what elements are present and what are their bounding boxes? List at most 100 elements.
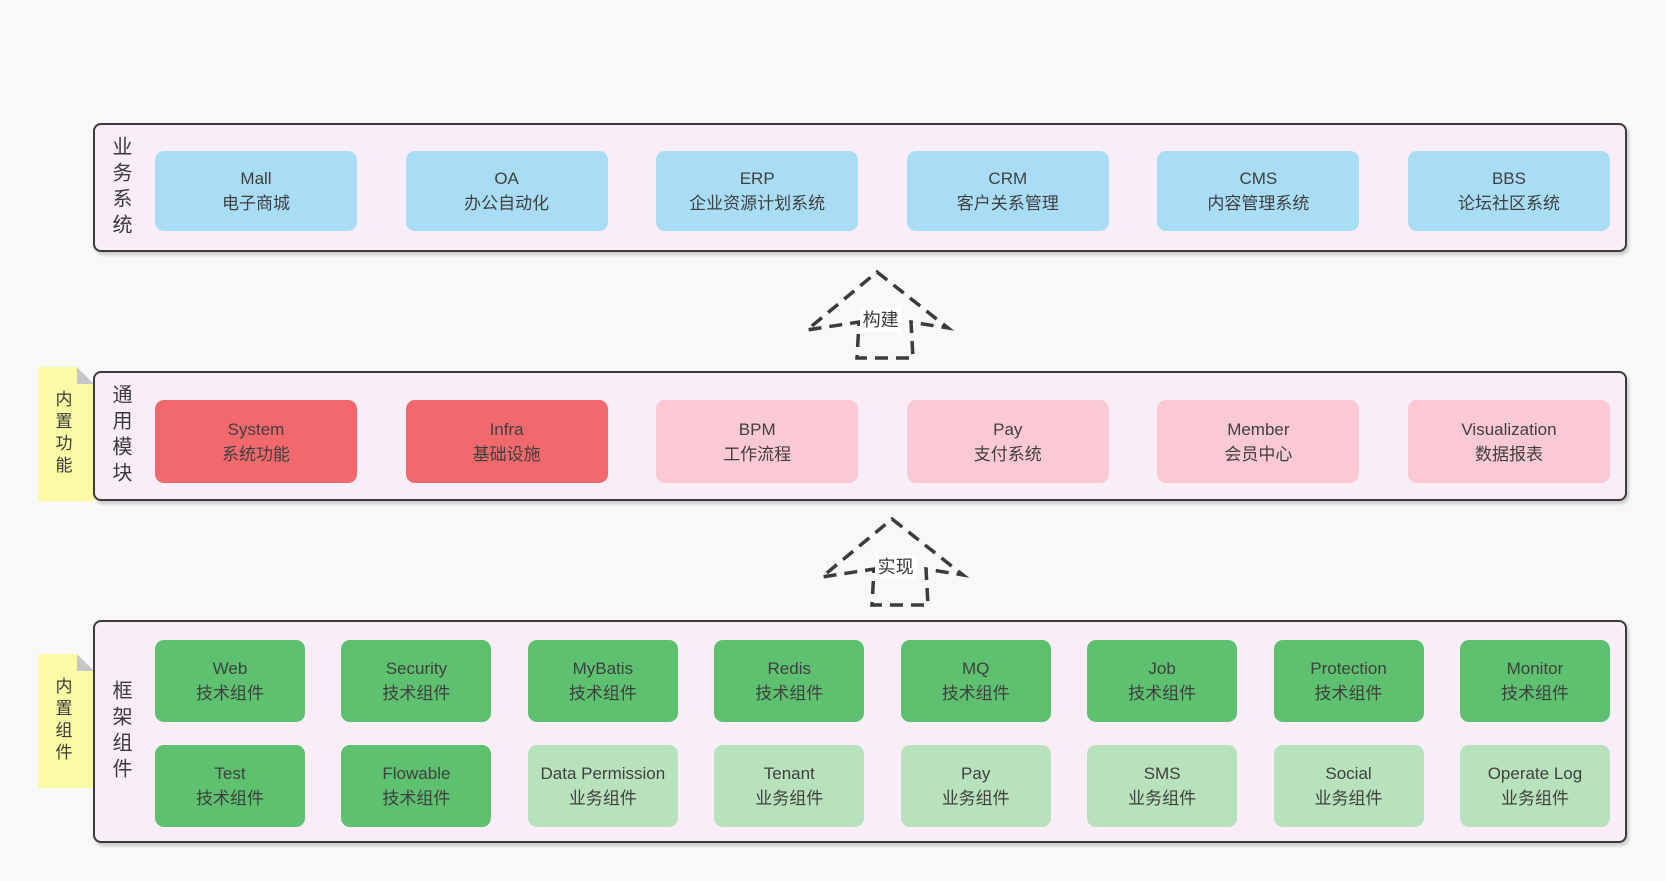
module-name: Protection bbox=[1310, 659, 1387, 678]
module-name: Operate Log bbox=[1487, 764, 1583, 783]
module-grid: System 系统功能 Infra 基础设施 BPM 工作流程 Pay 支付系统 Member 会… bbox=[155, 400, 1610, 483]
module-name: CMS bbox=[1239, 169, 1278, 188]
module-description: 业务组件 bbox=[941, 789, 1010, 808]
sticky-note-label: 内置功能 bbox=[52, 390, 72, 478]
module-name: Job bbox=[1148, 659, 1176, 678]
module-description: 业务组件 bbox=[755, 789, 824, 808]
module-name: MyBatis bbox=[572, 659, 634, 678]
module-description: 客户关系管理 bbox=[956, 194, 1059, 213]
module-description: 会员中心 bbox=[1224, 444, 1293, 464]
module-name: Redis bbox=[767, 659, 811, 678]
module-box-security: Security 技术组件 bbox=[341, 640, 492, 722]
module-description: 工作流程 bbox=[723, 444, 792, 464]
arrow-implement: 实现 bbox=[815, 515, 970, 607]
arrow-label: 实现 bbox=[874, 555, 917, 579]
module-description: 技术组件 bbox=[382, 789, 451, 808]
module-name: System bbox=[227, 419, 285, 439]
module-name: Pay bbox=[961, 764, 991, 783]
module-box-flowable: Flowable 技术组件 bbox=[341, 745, 492, 827]
module-description: 技术组件 bbox=[196, 789, 264, 808]
module-description: 内容管理系统 bbox=[1207, 194, 1310, 213]
module-name: Pay bbox=[993, 419, 1023, 439]
folded-corner-icon bbox=[77, 654, 94, 671]
layer-label: 业务系统 bbox=[109, 135, 131, 240]
module-name: BPM bbox=[738, 419, 776, 439]
module-box-crm: CRM 客户关系管理 bbox=[906, 151, 1109, 231]
module-description: 论坛社区系统 bbox=[1457, 194, 1560, 213]
module-box-cms: CMS 内容管理系统 bbox=[1157, 151, 1360, 231]
module-description: 业务组件 bbox=[1314, 789, 1383, 808]
module-box-pay: Pay 支付系统 bbox=[906, 400, 1109, 483]
sticky-note-built-in-components: 内置组件 bbox=[38, 654, 94, 788]
module-description: 技术组件 bbox=[1314, 684, 1383, 703]
module-name: MQ bbox=[961, 659, 990, 678]
module-description: 技术组件 bbox=[1128, 684, 1197, 703]
module-name: Tenant bbox=[763, 764, 815, 783]
module-box-erp: ERP 企业资源计划系统 bbox=[656, 151, 859, 231]
module-box-protection: Protection 技术组件 bbox=[1273, 640, 1424, 722]
module-name: Flowable bbox=[382, 764, 451, 783]
module-box-test: Test 技术组件 bbox=[155, 745, 305, 827]
module-name: BBS bbox=[1491, 169, 1526, 188]
module-box-monitor: Monitor 技术组件 bbox=[1459, 640, 1610, 722]
module-name: SMS bbox=[1143, 764, 1181, 783]
module-name: Test bbox=[214, 764, 246, 783]
module-box-visualization: Visualization 数据报表 bbox=[1407, 400, 1610, 483]
module-box-member: Member 会员中心 bbox=[1157, 400, 1360, 483]
module-description: 业务组件 bbox=[568, 789, 637, 808]
module-name: Member bbox=[1227, 419, 1290, 439]
module-description: 支付系统 bbox=[973, 444, 1042, 464]
module-box-mybatis: MyBatis 技术组件 bbox=[527, 640, 678, 722]
module-description: 技术组件 bbox=[941, 684, 1010, 703]
module-description: 技术组件 bbox=[382, 684, 451, 703]
layer-label: 通用模块 bbox=[109, 384, 131, 488]
layer-common-modules: 通用模块 System 系统功能 Infra 基础设施 BPM 工作流程 Pay 支付系统 Me… bbox=[93, 371, 1627, 501]
module-name: CRM bbox=[988, 169, 1028, 188]
module-description: 技术组件 bbox=[568, 684, 637, 703]
module-description: 技术组件 bbox=[1500, 684, 1569, 703]
module-description: 企业资源计划系统 bbox=[689, 194, 826, 213]
module-box-bbs: BBS 论坛社区系统 bbox=[1407, 151, 1610, 231]
module-name: Visualization bbox=[1461, 419, 1557, 439]
module-description: 技术组件 bbox=[196, 684, 264, 703]
folded-corner-icon bbox=[77, 367, 94, 384]
module-box-job: Job 技术组件 bbox=[1087, 640, 1238, 722]
module-box-tenant: Tenant 业务组件 bbox=[714, 745, 865, 827]
module-name: OA bbox=[494, 169, 519, 188]
module-name: Security bbox=[385, 659, 448, 678]
module-box-web: Web 技术组件 bbox=[155, 640, 305, 722]
module-name: ERP bbox=[739, 169, 775, 188]
module-description: 基础设施 bbox=[472, 444, 541, 464]
module-box-pay: Pay 业务组件 bbox=[900, 745, 1051, 827]
module-name: Infra bbox=[489, 419, 524, 439]
module-box-redis: Redis 技术组件 bbox=[714, 640, 865, 722]
module-description: 业务组件 bbox=[1500, 789, 1569, 808]
module-description: 技术组件 bbox=[755, 684, 824, 703]
module-description: 业务组件 bbox=[1128, 789, 1197, 808]
module-description: 电子商城 bbox=[222, 194, 290, 213]
module-box-bpm: BPM 工作流程 bbox=[656, 400, 859, 483]
module-name: Monitor bbox=[1506, 659, 1564, 678]
module-box-mq: MQ 技术组件 bbox=[900, 640, 1051, 722]
layer-label: 框架组件 bbox=[109, 679, 131, 784]
arrow-label: 构建 bbox=[859, 308, 902, 332]
module-box-infra: Infra 基础设施 bbox=[405, 400, 608, 483]
module-description: 系统功能 bbox=[222, 444, 290, 464]
module-box-operate-log: Operate Log 业务组件 bbox=[1459, 745, 1610, 827]
sticky-note-label: 内置组件 bbox=[52, 677, 72, 765]
module-box-sms: SMS 业务组件 bbox=[1087, 745, 1238, 827]
module-name: Web bbox=[212, 659, 248, 678]
sticky-note-built-in-features: 内置功能 bbox=[38, 367, 94, 501]
module-description: 数据报表 bbox=[1474, 444, 1543, 464]
arrow-build: 构建 bbox=[800, 268, 955, 360]
